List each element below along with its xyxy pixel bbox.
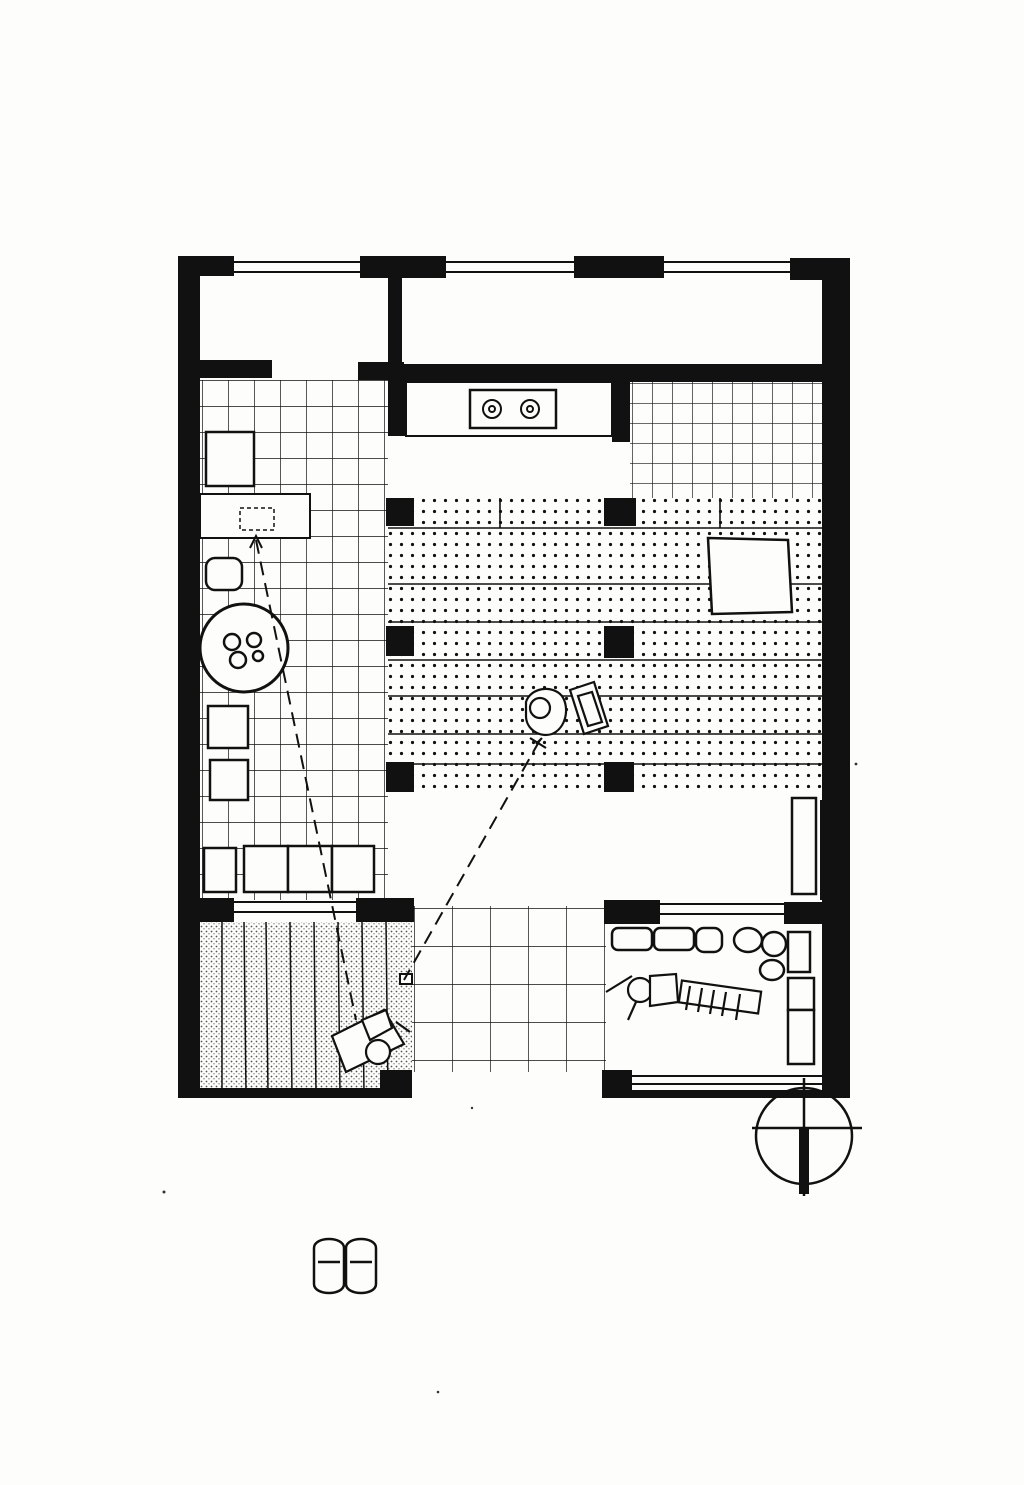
walls — [178, 256, 850, 1098]
refrigerator — [204, 430, 256, 488]
shoe-cabinet — [242, 844, 376, 894]
stove-top — [468, 388, 558, 430]
sofa-cushions — [610, 926, 816, 1066]
washroom-floor — [630, 381, 822, 498]
sink-basin — [239, 507, 275, 531]
storage-cabinet — [202, 846, 238, 894]
seated-person-icon — [524, 680, 610, 749]
tokonoma-shelf — [790, 796, 818, 896]
kitchen-stool — [204, 556, 244, 592]
low-table — [706, 536, 794, 616]
entrance-step — [399, 973, 413, 985]
front-tatami-room-floor — [198, 922, 412, 1094]
dining-chair — [208, 758, 250, 802]
kneeling-person-icon — [330, 1008, 411, 1074]
dining-table — [198, 602, 290, 694]
table-dishes — [222, 631, 265, 670]
sink-counter — [199, 493, 311, 539]
dining-chair — [206, 704, 250, 750]
entrance-floor — [412, 906, 606, 1072]
front-room-board-lines — [221, 921, 389, 1095]
lying-person-icon — [605, 972, 763, 1021]
gas-burner-icon — [482, 399, 540, 419]
paper-specks — [162, 762, 858, 1394]
slippers-icon — [312, 1237, 378, 1295]
sightline-arrow — [249, 533, 263, 549]
north-arrow-icon — [752, 1078, 862, 1196]
sightlines — [255, 539, 541, 1021]
windows — [183, 261, 843, 1085]
